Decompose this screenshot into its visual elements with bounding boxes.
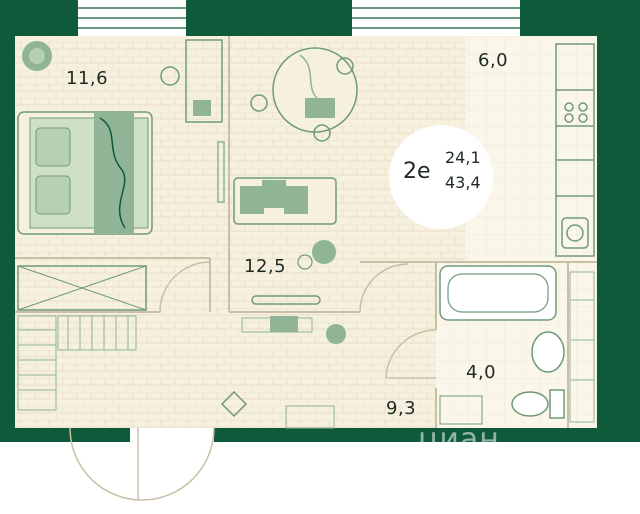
bathroom-area-label: 4,0 — [466, 362, 497, 383]
watermark: циан — [418, 422, 500, 457]
living-area-label: 12,5 — [244, 256, 287, 277]
laundry-box — [439, 395, 483, 425]
kitchen-area-label: 6,0 — [478, 50, 509, 71]
hall-console — [241, 316, 313, 333]
bathroom-sink — [531, 331, 565, 373]
dining-table — [250, 47, 358, 142]
hall-bench — [285, 405, 335, 429]
hall-chair — [220, 390, 248, 418]
apartment-type-code: 2е — [403, 159, 431, 184]
tv-unit — [251, 295, 321, 305]
window-top-left — [78, 0, 186, 36]
desk — [160, 39, 223, 123]
door-slider — [217, 141, 225, 203]
bath-shelves — [569, 271, 595, 423]
living-area-total: 24,1 — [445, 148, 481, 167]
window-top-right — [352, 0, 520, 36]
bedroom-area-label: 11,6 — [66, 68, 109, 89]
hall-area-label: 9,3 — [386, 398, 417, 419]
side-table — [297, 240, 336, 270]
door-swings — [159, 261, 437, 379]
bed — [17, 111, 153, 235]
hall-plant — [326, 324, 346, 344]
apartment-badge: 2е 24,1 43,4 — [389, 125, 493, 229]
sofa — [233, 177, 337, 225]
plant — [22, 41, 52, 71]
bathtub — [439, 265, 557, 321]
entrance-door — [69, 427, 215, 501]
wardrobe — [17, 265, 147, 311]
kitchen-counter — [555, 43, 595, 257]
storage-shelves — [17, 315, 137, 411]
total-area: 43,4 — [445, 173, 481, 192]
toilet — [511, 389, 565, 419]
